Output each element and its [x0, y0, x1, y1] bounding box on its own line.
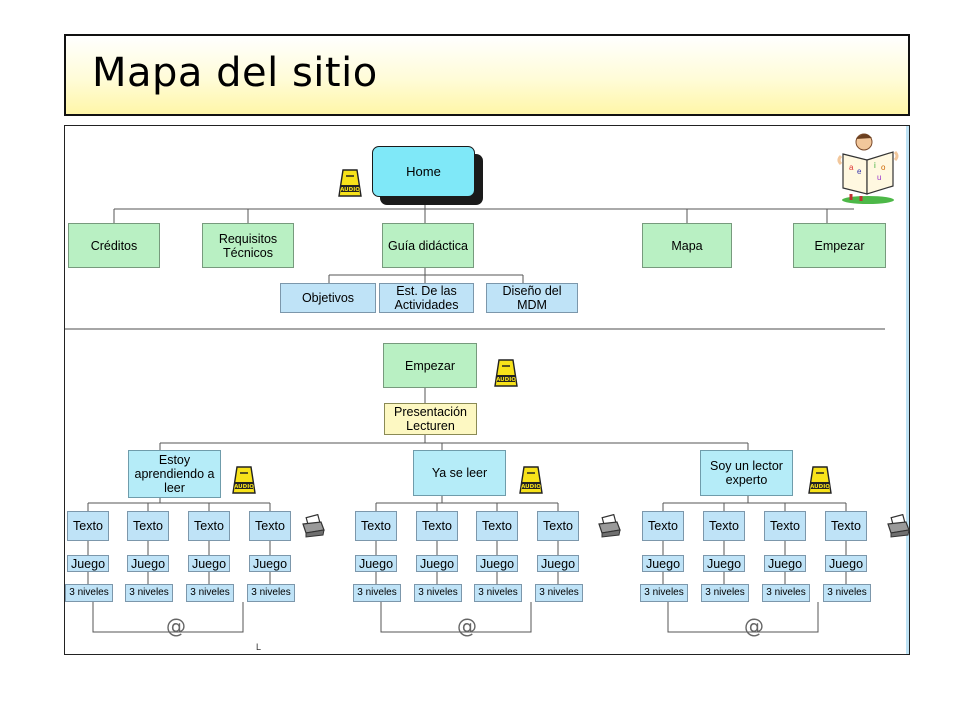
- juego-node[interactable]: Juego: [476, 555, 518, 572]
- tres-niveles-node[interactable]: 3 niveles: [701, 584, 749, 602]
- level-reader-node[interactable]: Ya se leer: [413, 450, 506, 496]
- texto-node[interactable]: Texto: [642, 511, 684, 541]
- svg-text:AUDIO: AUDIO: [234, 484, 254, 490]
- site-map-diagram: Home Créditos Requisitos Técnicos Guía d…: [64, 125, 910, 655]
- page-title: Mapa del sitio: [92, 50, 378, 96]
- at-sign-icon[interactable]: @: [744, 614, 764, 638]
- texto-node[interactable]: Texto: [764, 511, 806, 541]
- juego-node[interactable]: Juego: [416, 555, 458, 572]
- level-learning-node[interactable]: Estoy aprendiendo a leer: [128, 450, 221, 498]
- juego-node[interactable]: Juego: [825, 555, 867, 572]
- mapa-node[interactable]: Mapa: [642, 223, 732, 268]
- tres-niveles-node[interactable]: 3 niveles: [535, 584, 583, 602]
- tres-niveles-node[interactable]: 3 niveles: [823, 584, 871, 602]
- child-reading-book-icon: a e i o u: [837, 133, 899, 204]
- juego-node[interactable]: Juego: [188, 555, 230, 572]
- texto-node[interactable]: Texto: [249, 511, 291, 541]
- printer-icon[interactable]: [301, 514, 325, 538]
- estructura-actividades-node[interactable]: Est. De las Actividades: [379, 283, 474, 313]
- juego-node[interactable]: Juego: [537, 555, 579, 572]
- printer-icon[interactable]: [886, 514, 910, 538]
- tres-niveles-node[interactable]: 3 niveles: [186, 584, 234, 602]
- svg-text:AUDIO: AUDIO: [521, 484, 541, 490]
- svg-text:e: e: [857, 167, 862, 176]
- at-sign-icon[interactable]: @: [166, 614, 186, 638]
- empezar-top-node[interactable]: Empezar: [793, 223, 886, 268]
- audio-icon[interactable]: AUDIO: [493, 358, 519, 388]
- tres-niveles-node[interactable]: 3 niveles: [247, 584, 295, 602]
- at-sign-icon[interactable]: @: [457, 614, 477, 638]
- title-bar: Mapa del sitio: [64, 34, 910, 116]
- juego-node[interactable]: Juego: [764, 555, 806, 572]
- texto-node[interactable]: Texto: [67, 511, 109, 541]
- texto-node[interactable]: Texto: [127, 511, 169, 541]
- texto-node[interactable]: Texto: [188, 511, 230, 541]
- connector-lines: [65, 199, 885, 633]
- creditos-node[interactable]: Créditos: [68, 223, 160, 268]
- printer-icon[interactable]: [597, 514, 621, 538]
- juego-node[interactable]: Juego: [703, 555, 745, 572]
- presentacion-node[interactable]: Presentación Lecturen: [384, 403, 477, 435]
- svg-text:a: a: [849, 163, 854, 172]
- requisitos-tecnicos-node[interactable]: Requisitos Técnicos: [202, 223, 294, 268]
- right-border-accent: [906, 126, 909, 654]
- texto-node[interactable]: Texto: [476, 511, 518, 541]
- tres-niveles-node[interactable]: 3 niveles: [762, 584, 810, 602]
- texto-node[interactable]: Texto: [416, 511, 458, 541]
- svg-text:AUDIO: AUDIO: [340, 187, 360, 193]
- home-node[interactable]: Home: [372, 146, 475, 197]
- texto-node[interactable]: Texto: [355, 511, 397, 541]
- audio-icon[interactable]: AUDIO: [231, 465, 257, 495]
- juego-node[interactable]: Juego: [355, 555, 397, 572]
- juego-node[interactable]: Juego: [127, 555, 169, 572]
- tres-niveles-node[interactable]: 3 niveles: [65, 584, 113, 602]
- svg-text:AUDIO: AUDIO: [496, 377, 516, 383]
- audio-icon[interactable]: AUDIO: [337, 168, 363, 198]
- texto-node[interactable]: Texto: [537, 511, 579, 541]
- objetivos-node[interactable]: Objetivos: [280, 283, 376, 313]
- tres-niveles-node[interactable]: 3 niveles: [474, 584, 522, 602]
- guia-didactica-node[interactable]: Guía didáctica: [382, 223, 474, 268]
- juego-node[interactable]: Juego: [642, 555, 684, 572]
- level-expert-node[interactable]: Soy un lector experto: [700, 450, 793, 496]
- svg-text:AUDIO: AUDIO: [810, 484, 830, 490]
- empezar-node[interactable]: Empezar: [383, 343, 477, 388]
- audio-icon[interactable]: AUDIO: [518, 465, 544, 495]
- stray-mark: L: [256, 642, 262, 652]
- tres-niveles-node[interactable]: 3 niveles: [640, 584, 688, 602]
- audio-icon[interactable]: AUDIO: [807, 465, 833, 495]
- juego-node[interactable]: Juego: [67, 555, 109, 572]
- juego-node[interactable]: Juego: [249, 555, 291, 572]
- tres-niveles-node[interactable]: 3 niveles: [125, 584, 173, 602]
- diseno-mdm-node[interactable]: Diseño del MDM: [486, 283, 578, 313]
- svg-text:o: o: [881, 163, 886, 172]
- tres-niveles-node[interactable]: 3 niveles: [414, 584, 462, 602]
- tres-niveles-node[interactable]: 3 niveles: [353, 584, 401, 602]
- texto-node[interactable]: Texto: [703, 511, 745, 541]
- svg-text:u: u: [877, 173, 881, 182]
- svg-text:i: i: [874, 161, 876, 170]
- texto-node[interactable]: Texto: [825, 511, 867, 541]
